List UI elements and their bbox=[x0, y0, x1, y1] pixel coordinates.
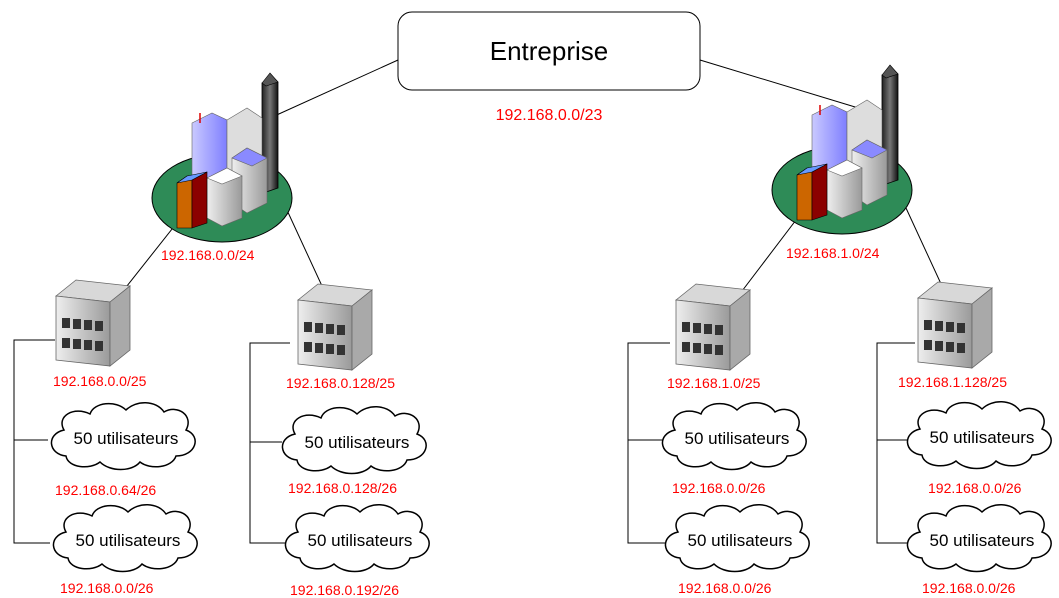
bus-right-1 bbox=[627, 342, 670, 544]
site-left-city-icon bbox=[151, 72, 293, 243]
building-right-2-network: 192.168.1.128/25 bbox=[898, 374, 1007, 390]
cloud-left-2-b-network: 192.168.0.192/26 bbox=[290, 582, 399, 598]
root-title: Entreprise bbox=[490, 36, 609, 66]
link-root-site-left bbox=[269, 59, 399, 119]
building-left-2-icon bbox=[297, 283, 373, 371]
cloud-label: 50 utilisateurs bbox=[308, 531, 413, 550]
cloud-right-2-a-network: 192.168.0.0/26 bbox=[928, 480, 1022, 496]
cloud-right-2-b-network: 192.168.0.0/26 bbox=[922, 580, 1016, 596]
building-left-2-network: 192.168.0.128/25 bbox=[286, 375, 395, 391]
cloud-right-1-b-network: 192.168.0.0/26 bbox=[678, 580, 772, 596]
root-box bbox=[397, 11, 701, 91]
site-right-network-label: 192.168.1.0/24 bbox=[786, 245, 880, 261]
cloud-label: 50 utilisateurs bbox=[930, 531, 1035, 550]
bus-left-2 bbox=[249, 342, 290, 544]
root-network-label: 192.168.0.0/23 bbox=[496, 107, 603, 124]
site-left-network-label: 192.168.0.0/24 bbox=[161, 247, 255, 263]
building-right-2-icon bbox=[917, 281, 993, 369]
cloud-left-1-b: 50 utilisateurs bbox=[52, 503, 198, 573]
building-right-1-network: 192.168.1.0/25 bbox=[667, 375, 761, 391]
cloud-label: 50 utilisateurs bbox=[74, 429, 179, 448]
cloud-left-1-a-network: 192.168.0.64/26 bbox=[55, 482, 156, 498]
cloud-left-1-b-network: 192.168.0.0/26 bbox=[60, 580, 154, 596]
building-left-1-network: 192.168.0.0/25 bbox=[53, 373, 147, 389]
cloud-label: 50 utilisateurs bbox=[685, 429, 790, 448]
cloud-label: 50 utilisateurs bbox=[76, 531, 181, 550]
cloud-right-1-a-network: 192.168.0.0/26 bbox=[672, 480, 766, 496]
link-root-site-right bbox=[699, 59, 866, 111]
cloud-right-2-b: 50 utilisateurs bbox=[906, 503, 1052, 573]
building-right-1-icon bbox=[675, 283, 751, 371]
cloud-label: 50 utilisateurs bbox=[688, 531, 793, 550]
bus-left-1 bbox=[13, 339, 55, 544]
building-left-1-icon bbox=[55, 279, 131, 367]
cloud-right-2-a: 50 utilisateurs bbox=[906, 400, 1052, 470]
cloud-left-2-a-network: 192.168.0.128/26 bbox=[288, 480, 397, 496]
cloud-left-2-b: 50 utilisateurs bbox=[284, 503, 430, 573]
cloud-left-2-a: 50 utilisateurs bbox=[281, 405, 427, 475]
site-right-city-icon bbox=[771, 64, 913, 235]
cloud-left-1-a: 50 utilisateurs bbox=[50, 401, 196, 471]
cloud-label: 50 utilisateurs bbox=[305, 433, 410, 452]
cloud-right-1-b: 50 utilisateurs bbox=[664, 503, 810, 573]
cloud-label: 50 utilisateurs bbox=[930, 428, 1035, 447]
cloud-right-1-a: 50 utilisateurs bbox=[661, 401, 807, 471]
